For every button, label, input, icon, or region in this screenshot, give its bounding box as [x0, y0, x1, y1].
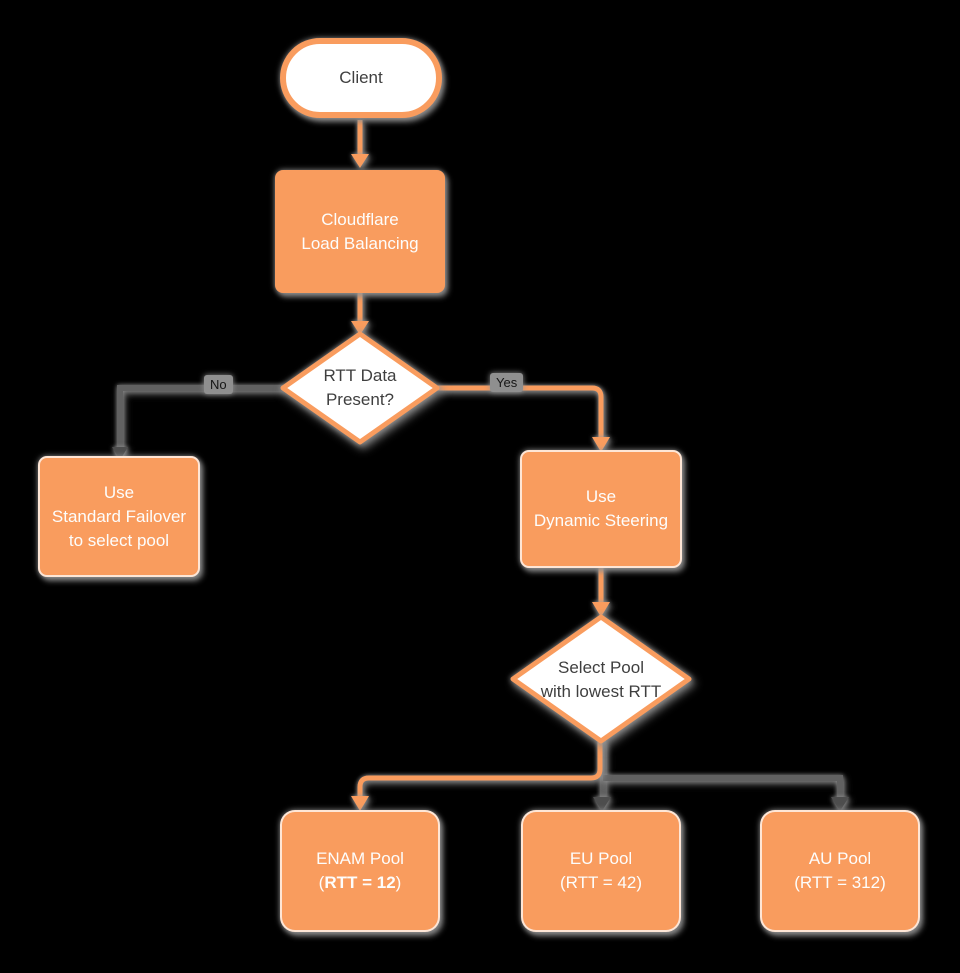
rtt-decision-label: RTT Data Present?: [295, 363, 425, 413]
rtt-decision-line1: RTT Data: [323, 366, 397, 385]
enam-pool-line2: (RTT = 12): [319, 871, 402, 895]
dynamic-steering-node: Use Dynamic Steering: [520, 450, 682, 568]
au-pool-node: AU Pool (RTT = 312): [760, 810, 920, 932]
edge-no-arrowhead: [112, 447, 128, 460]
load-balancer-node: Cloudflare Load Balancing: [275, 170, 445, 293]
client-node: Client: [280, 38, 442, 118]
rtt-decision-line2: Present?: [325, 390, 395, 409]
enam-pool-node: ENAM Pool (RTT = 12): [280, 810, 440, 932]
dynamic-steering-line2: Dynamic Steering: [533, 511, 669, 530]
eu-pool-line1: EU Pool: [569, 849, 633, 868]
enam-pool-line1: ENAM Pool: [316, 849, 404, 868]
edge-select-eu-arrowhead: [593, 797, 611, 811]
edge-yes-label-text: Yes: [496, 375, 518, 390]
edge-no-line: [117, 385, 285, 452]
au-pool-line1: AU Pool: [808, 849, 872, 868]
load-balancer-line2: Load Balancing: [301, 233, 419, 253]
edge-yes-line: [437, 385, 604, 438]
rtt-decision-diamond-shape: [280, 331, 440, 445]
select-pool-label: Select Pool with lowest RTT: [525, 655, 677, 705]
eu-pool-node: EU Pool (RTT = 42): [521, 810, 681, 932]
edge-dynamic-select-arrowhead: [592, 602, 610, 617]
au-pool-line2: (RTT = 312): [794, 873, 886, 892]
edge-no-label: No: [204, 375, 233, 394]
enam-pool-paren-open: (: [318, 873, 325, 892]
standard-failover-line2: Standard Failover: [51, 506, 187, 526]
standard-failover-node: Use Standard Failover to select pool: [38, 456, 200, 577]
select-pool-line2: with lowest RTT: [540, 682, 662, 701]
client-label: Client: [339, 68, 383, 87]
standard-failover-line1: Use: [103, 482, 135, 502]
edge-yes-label: Yes: [490, 373, 524, 392]
edge-select-enam-line: [357, 740, 603, 797]
enam-pool-paren-close: ): [395, 873, 402, 892]
edge-client-lb-arrowhead: [351, 154, 369, 168]
edge-lb-decision-arrowhead: [351, 321, 369, 335]
edge-select-enam-arrowhead: [351, 796, 369, 811]
enam-pool-rtt-value: RTT = 12: [324, 873, 396, 892]
dynamic-steering-line1: Use: [585, 487, 617, 506]
eu-pool-line2: (RTT = 42): [559, 873, 643, 892]
standard-failover-line3: to select pool: [68, 530, 170, 550]
load-balancer-line1: Cloudflare: [321, 209, 399, 229]
edge-no-label-text: No: [210, 377, 227, 392]
edge-select-au-line: [603, 775, 843, 798]
select-pool-line1: Select Pool: [558, 658, 644, 677]
edge-select-au-arrowhead: [831, 797, 849, 811]
select-pool-diamond-shape: [510, 614, 692, 744]
edge-yes-arrowhead: [592, 437, 610, 452]
